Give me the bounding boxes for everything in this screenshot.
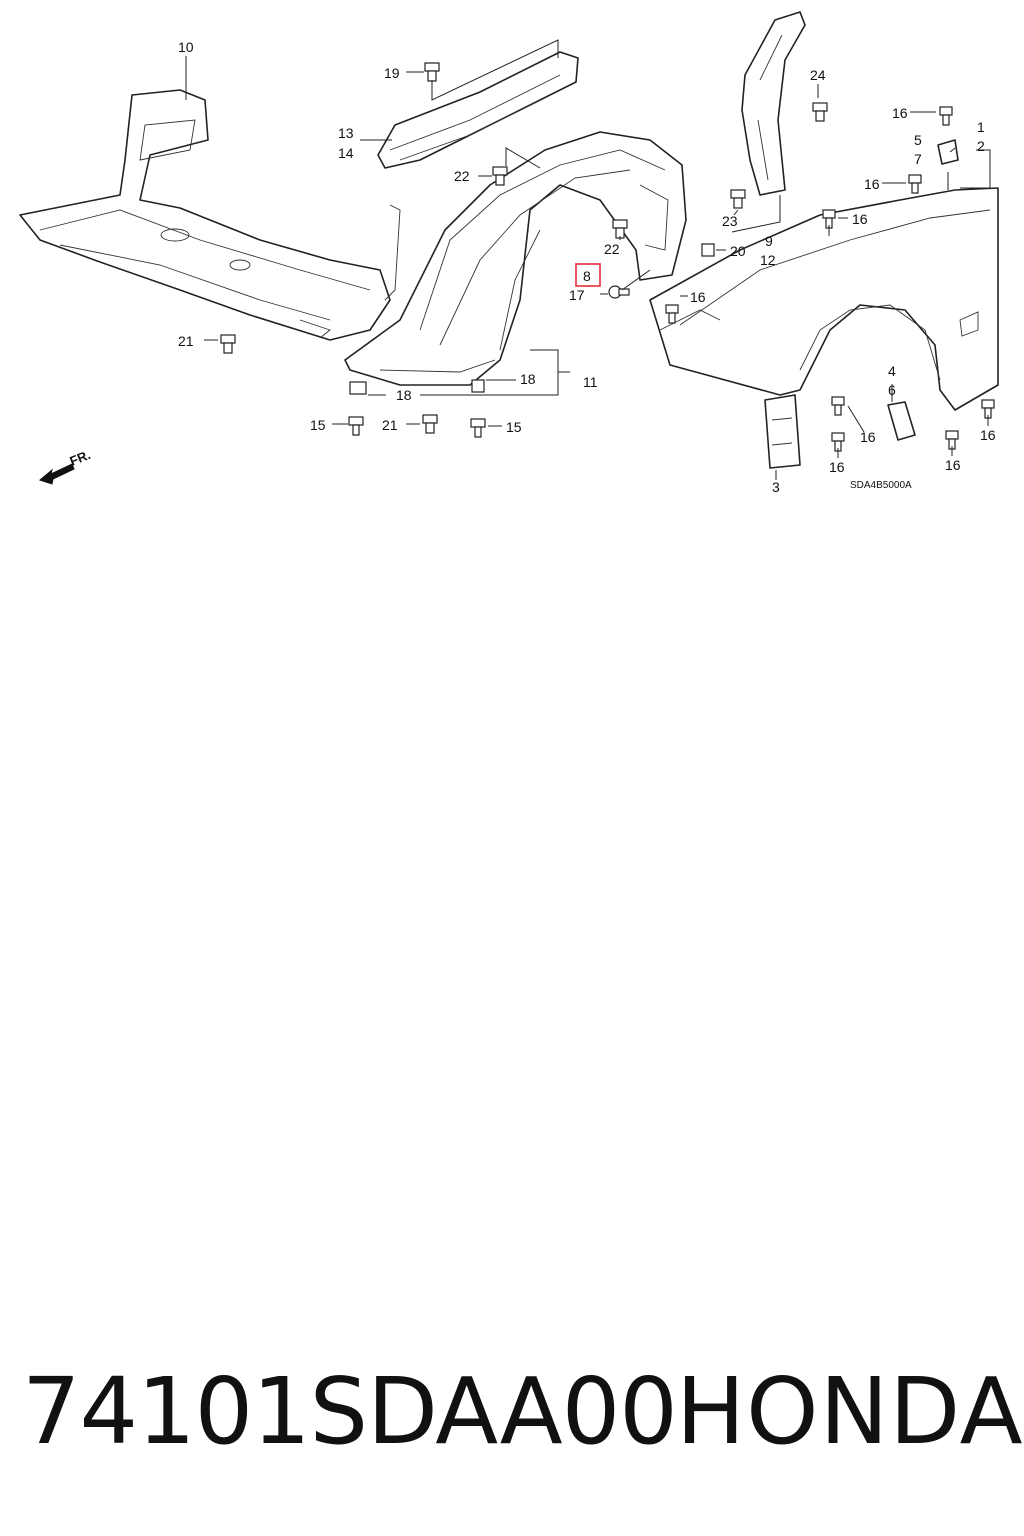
callout-labels: 10 19 13 14 22 21 15 21 15 18 18 8 11 17…	[178, 39, 996, 495]
callout-15-right: 15	[506, 419, 522, 435]
callout-15-left: 15	[310, 417, 326, 433]
callout-16-far-right: 16	[980, 427, 996, 443]
callout-23: 23	[722, 213, 738, 229]
callout-8: 8	[583, 268, 591, 284]
clip-bracket-part	[937, 139, 959, 165]
callout-24: 24	[810, 67, 826, 83]
callout-4: 4	[888, 363, 896, 379]
callout-21-bottom: 21	[382, 417, 398, 433]
callout-16-fender-top: 16	[864, 176, 880, 192]
callout-12: 12	[760, 252, 776, 268]
callout-16-bracket-b: 16	[829, 459, 845, 475]
fender-rail-part	[377, 51, 579, 169]
front-fender-part	[649, 187, 999, 411]
callout-6: 6	[888, 382, 896, 398]
callout-5: 5	[914, 132, 922, 148]
under-cover-part	[19, 89, 401, 341]
callout-9: 9	[765, 233, 773, 249]
callout-13: 13	[338, 125, 354, 141]
callout-16-fender-left: 16	[690, 289, 706, 305]
fasteners	[220, 62, 995, 452]
callout-11: 11	[583, 374, 598, 390]
small-bracket-part	[887, 401, 916, 441]
callout-7: 7	[914, 151, 922, 167]
callout-10: 10	[178, 39, 194, 55]
callout-18-bottom: 18	[396, 387, 412, 403]
diagram-code: SDA4B5000A	[850, 480, 912, 491]
fender-bracket-part	[741, 11, 806, 196]
inner-fender-liner-part	[344, 131, 687, 386]
front-direction-arrow: FR.	[38, 447, 93, 485]
callout-22-lower: 22	[604, 241, 620, 257]
callout-20: 20	[730, 243, 746, 259]
callout-21-left: 21	[178, 333, 194, 349]
callout-16-fender-mid: 16	[852, 211, 868, 227]
callout-22-upper: 22	[454, 168, 470, 184]
callout-19: 19	[384, 65, 400, 81]
callout-14: 14	[338, 145, 354, 161]
callout-16-bracket-a: 16	[860, 429, 876, 445]
callout-16-lower-right: 16	[945, 457, 961, 473]
callout-18-right: 18	[520, 371, 536, 387]
brand-name: HONDA	[676, 1358, 1024, 1465]
callout-17: 17	[569, 287, 585, 303]
fender-lower-bracket-part	[764, 394, 801, 469]
highlight-box	[575, 263, 601, 287]
front-arrow-label: FR.	[68, 447, 93, 469]
callout-1: 1	[977, 119, 985, 135]
callout-2: 2	[977, 138, 985, 154]
parts-diagram: 10 19 13 14 22 21 15 21 15 18 18 8 11 17…	[19, 11, 999, 495]
leader-lines	[185, 39, 991, 480]
part-number: 74101SDAA00	[22, 1358, 678, 1465]
callout-16-top: 16	[892, 105, 908, 121]
callout-3: 3	[772, 479, 780, 495]
